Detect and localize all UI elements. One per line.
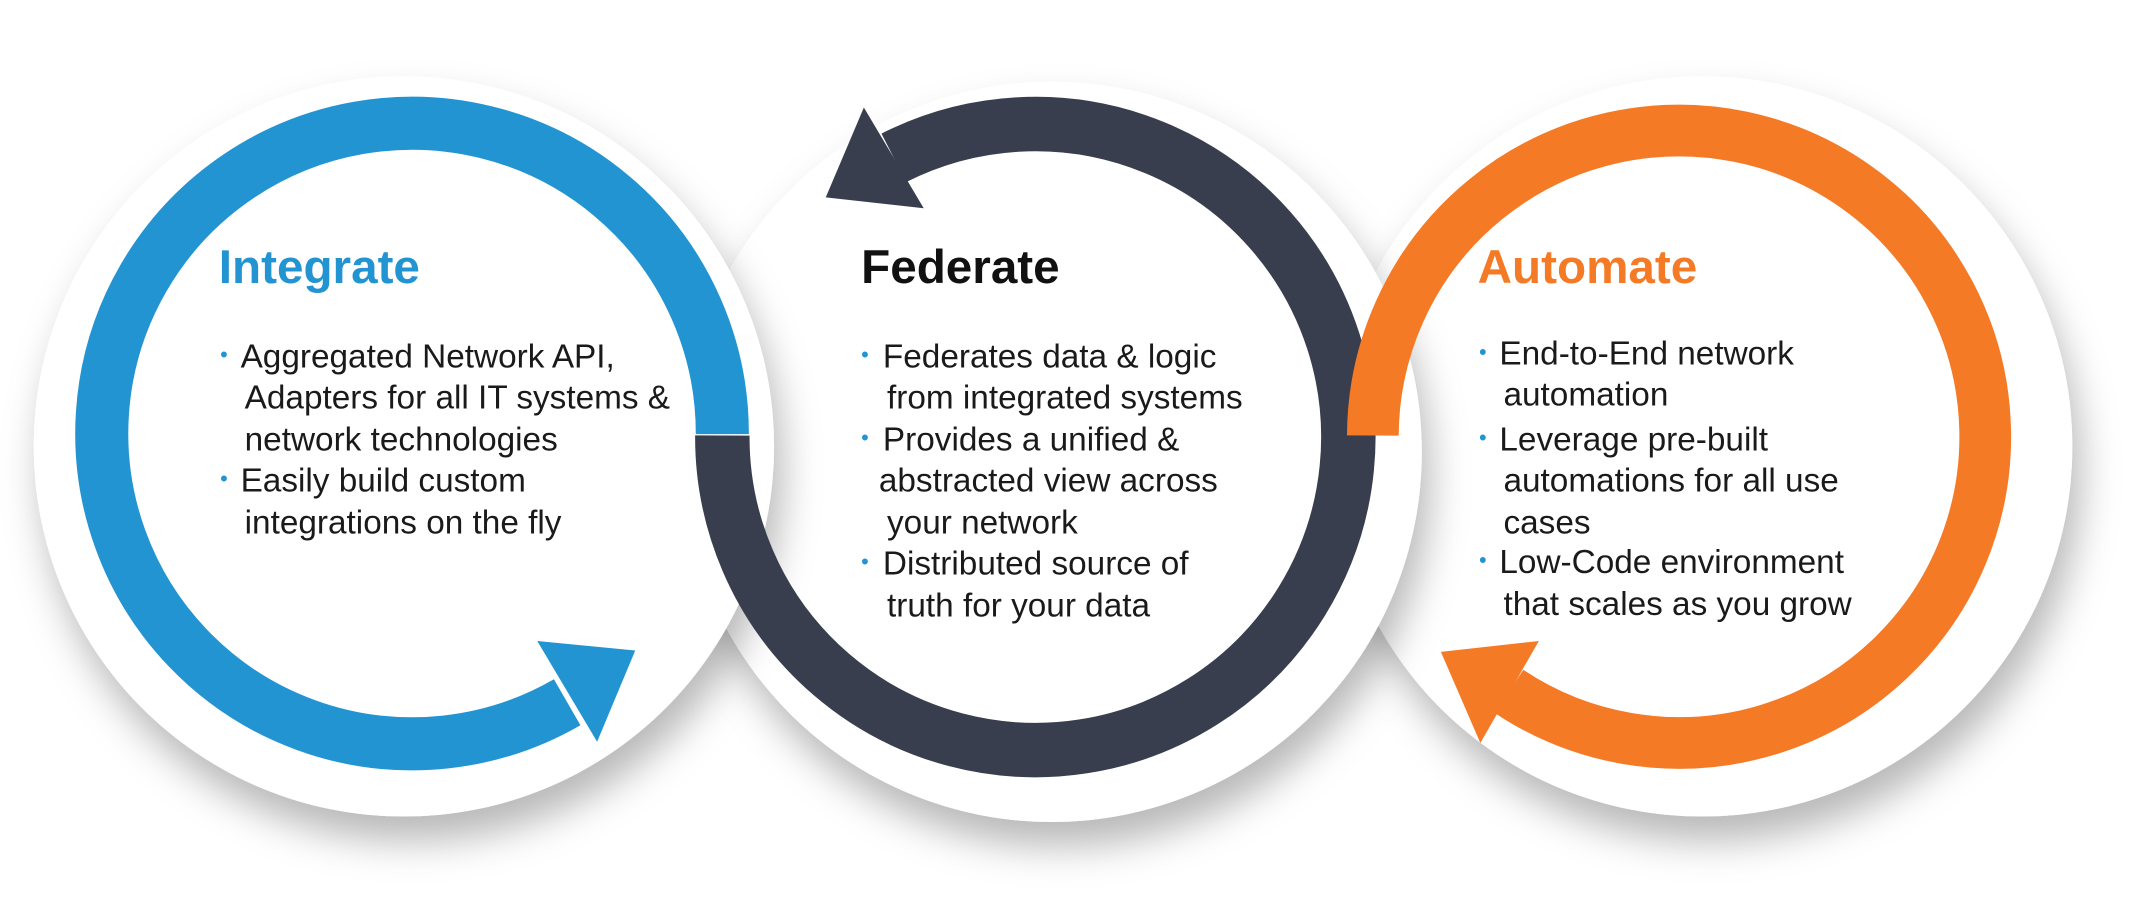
integrate-bullet-1-line-2: Adapters for all IT systems & bbox=[245, 379, 670, 416]
federate-bullet-3-line-2: truth for your data bbox=[887, 587, 1151, 624]
federate-cycle-arc bbox=[695, 96, 1376, 778]
integrate-bullet-2-line-1: Easily build custom bbox=[241, 462, 526, 499]
bullet-icon: • bbox=[220, 342, 228, 367]
federate-bullet-2-line-3: your network bbox=[887, 504, 1078, 541]
federate-bullet-1-line-1: Federates data & logic bbox=[883, 338, 1216, 375]
federate-bullet-2-line-2: abstracted view across bbox=[879, 462, 1218, 499]
integrate-title: Integrate bbox=[219, 241, 420, 294]
federate-bullet-2-line-1: Provides a unified & bbox=[883, 421, 1179, 458]
bullet-icon: • bbox=[1479, 547, 1487, 572]
federate-bullet-3-line-1: Distributed source of bbox=[883, 545, 1189, 582]
federate-bullet-1-line-2: from integrated systems bbox=[887, 379, 1243, 416]
federate-title: Federate bbox=[861, 241, 1060, 294]
automate-arrowhead-icon bbox=[1440, 640, 1539, 744]
federate-disc bbox=[681, 81, 1422, 822]
automate-bullet-3-line-1: Low-Code environment bbox=[1499, 544, 1844, 581]
automate-title: Automate bbox=[1478, 241, 1698, 294]
federate-arrowhead-icon bbox=[825, 107, 924, 209]
bullet-icon: • bbox=[1479, 339, 1487, 364]
integrate-disc bbox=[33, 76, 775, 817]
automate-bullet-2-line-1: Leverage pre-built bbox=[1499, 421, 1768, 458]
automate-bullet-1-line-1: End-to-End network bbox=[1499, 336, 1794, 373]
integrate-arrowhead-icon bbox=[537, 640, 636, 742]
bullet-icon: • bbox=[861, 425, 869, 450]
integrate-bullet-2-line-2: integrations on the fly bbox=[245, 504, 562, 541]
bullet-icon: • bbox=[220, 466, 228, 491]
integrate-cycle-arc bbox=[75, 96, 749, 771]
integrate-bullet-1-line-3: network technologies bbox=[245, 421, 558, 458]
automate-bullet-2-line-2: automations for all use bbox=[1503, 462, 1838, 499]
automate-bullet-2-line-3: cases bbox=[1503, 504, 1590, 541]
bullet-icon: • bbox=[1479, 425, 1487, 450]
bullet-icon: • bbox=[861, 342, 869, 367]
automate-bullet-3-line-2: that scales as you grow bbox=[1503, 586, 1852, 623]
automate-bullet-1-line-2: automation bbox=[1503, 377, 1668, 414]
automate-cycle-arc bbox=[1346, 104, 2012, 769]
bullet-icon: • bbox=[861, 549, 869, 574]
integrate-bullet-1-line-1: Aggregated Network API, bbox=[241, 338, 615, 375]
